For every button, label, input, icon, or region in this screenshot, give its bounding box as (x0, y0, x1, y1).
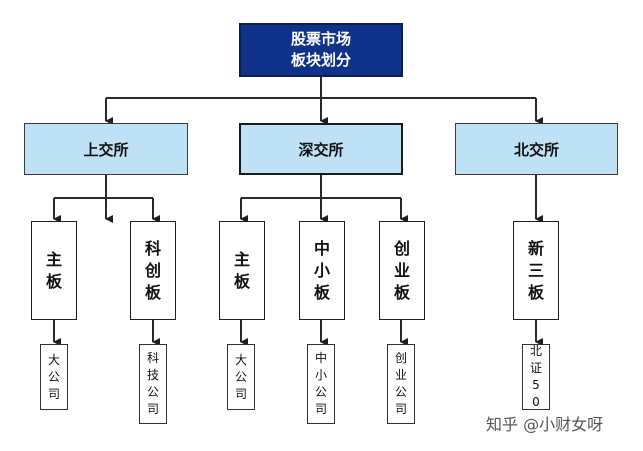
leaf-char: 中 (314, 351, 327, 365)
root-line-1: 股票市场 (290, 30, 351, 48)
exchange-shanghai: 上交所 (24, 123, 188, 175)
leaf-char: 0 (532, 395, 540, 409)
board-char: 主 (233, 249, 250, 269)
leaf-char: 科 (146, 351, 159, 365)
leaf-char: 公 (47, 369, 60, 384)
leaf-neeq: 北 证 5 0 (522, 344, 550, 410)
board-star: 科 创 板 (130, 221, 176, 320)
exchange-shanghai-label: 上交所 (83, 140, 129, 159)
board-char: 板 (144, 282, 161, 302)
board-neeq: 新 三 板 (513, 221, 559, 320)
board-char: 创 (393, 238, 410, 258)
exchange-shenzhen-label: 深交所 (298, 140, 344, 159)
leaf-char: 大 (234, 352, 247, 367)
leaf-sh-main: 大 公 司 (40, 344, 68, 410)
leaf-char: 业 (394, 368, 407, 382)
exchange-beijing-label: 北交所 (513, 140, 559, 159)
board-char: 新 (527, 238, 544, 258)
exchange-beijing: 北交所 (455, 123, 618, 175)
leaf-char: 司 (47, 386, 60, 401)
leaf-sz-main: 大 公 司 (227, 344, 255, 410)
board-char: 业 (393, 260, 410, 280)
leaf-chinext: 创 业 公 司 (387, 344, 415, 424)
leaf-sme: 中 小 公 司 (307, 344, 335, 424)
leaf-char: 公 (314, 385, 327, 399)
leaf-star: 科 技 公 司 (139, 344, 167, 424)
board-char: 板 (45, 271, 62, 291)
root-node: 股票市场 板块划分 (239, 23, 403, 77)
leaf-char: 创 (394, 351, 407, 365)
leaf-char: 小 (314, 368, 327, 382)
board-char: 板 (313, 282, 330, 302)
leaf-char: 公 (394, 385, 407, 399)
board-chinext: 创 业 板 (379, 221, 425, 320)
leaf-char: 司 (314, 402, 327, 416)
board-sz-main: 主 板 (219, 221, 265, 320)
board-sme: 中 小 板 (299, 221, 345, 320)
leaf-char: 司 (146, 402, 159, 416)
leaf-char: 北 (529, 344, 542, 358)
leaf-char: 5 (532, 378, 540, 392)
board-char: 板 (393, 282, 410, 302)
board-char: 三 (527, 260, 544, 280)
board-char: 小 (313, 260, 330, 280)
leaf-char: 司 (394, 402, 407, 416)
board-char: 创 (144, 260, 161, 280)
leaf-char: 证 (529, 361, 542, 375)
board-char: 主 (45, 249, 62, 269)
leaf-char: 公 (146, 385, 159, 399)
board-sh-main: 主 板 (31, 221, 77, 320)
leaf-char: 大 (47, 352, 60, 367)
board-char: 中 (313, 238, 330, 258)
leaf-char: 技 (146, 368, 159, 382)
board-char: 板 (527, 282, 544, 302)
leaf-char: 公 (234, 369, 247, 384)
board-char: 科 (144, 238, 161, 258)
root-line-2: 板块划分 (290, 51, 351, 69)
watermark-text: 知乎 @小财女呀 (486, 415, 604, 434)
exchange-shenzhen: 深交所 (239, 123, 403, 175)
leaf-char: 司 (234, 386, 247, 401)
board-char: 板 (233, 271, 250, 291)
